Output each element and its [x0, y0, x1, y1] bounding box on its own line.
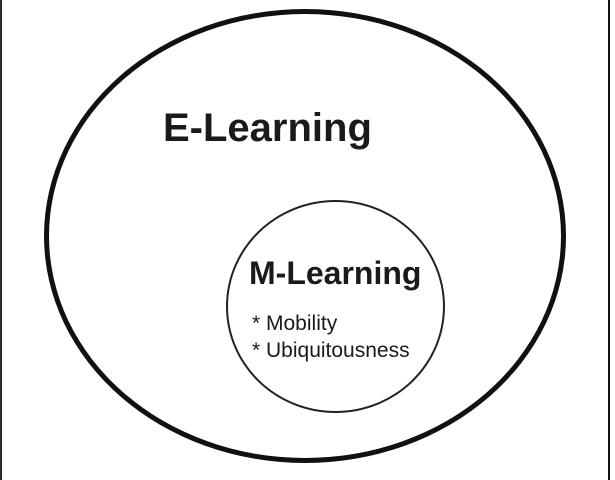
inner-set-bullet-list: * Mobility * Ubiquitousness [252, 310, 410, 364]
left-edge-scan-line [0, 0, 2, 480]
right-edge-scan-line [608, 0, 610, 480]
inner-set-label: M-Learning [249, 255, 422, 291]
bullet-item-ubiquitousness: * Ubiquitousness [252, 339, 410, 362]
bullet-item-mobility: * Mobility [252, 312, 338, 335]
inner-set-circle [226, 200, 445, 413]
outer-set-label: E-Learning [163, 106, 372, 150]
